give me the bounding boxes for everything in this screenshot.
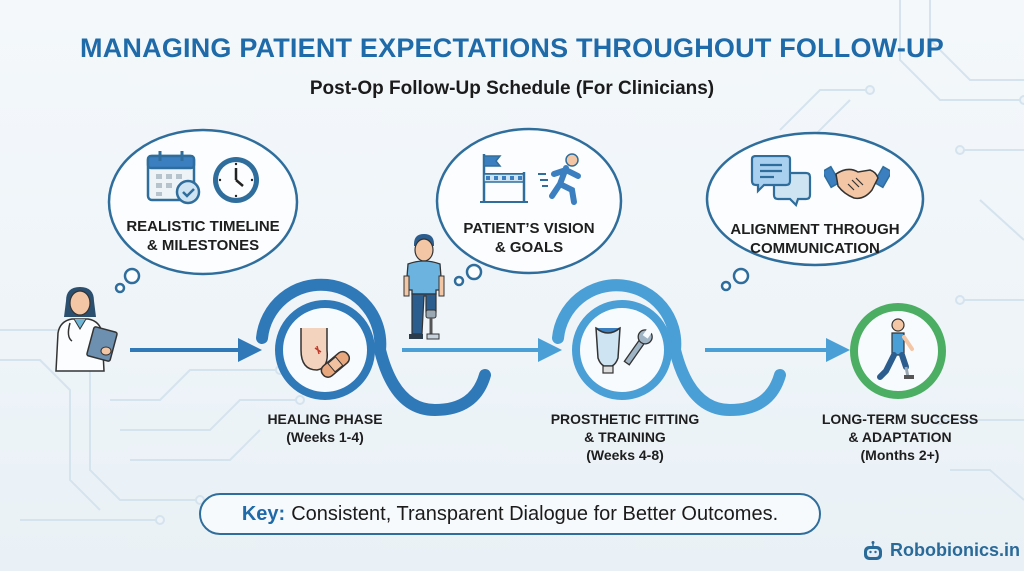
phase-subtitle: & ADAPTATION (848, 429, 952, 445)
bubble-label-line: & MILESTONES (146, 237, 260, 254)
finish-line-flag-icon (478, 152, 532, 209)
clock-icon (210, 154, 262, 211)
clinician-figure (48, 283, 126, 378)
phase-label-healing: HEALING PHASE (Weeks 1-4) (230, 410, 420, 446)
page-subtitle: Post-Op Follow-Up Schedule (For Clinicia… (309, 78, 715, 99)
phase-circle-prosthetic-fitting (572, 300, 672, 400)
bubble-label-line: ALIGNMENT THROUGH (730, 221, 900, 238)
walking-amputee-icon (877, 318, 914, 380)
running-person-icon (538, 152, 592, 211)
bubble-label-line: REALISTIC TIMELINE (126, 218, 280, 235)
phase-label-long-term-success: LONG-TERM SUCCESS & ADAPTATION (Months 2… (800, 410, 1000, 464)
phase-label-prosthetic-fitting: PROSTHETIC FITTING & TRAINING (Weeks 4-8… (525, 410, 725, 464)
key-message-box: Key: Consistent, Transparent Dialogue fo… (199, 493, 821, 535)
bubble-label-vision: PATIENT’S VISION & GOALS (444, 219, 614, 257)
key-label: Key: (241, 502, 286, 525)
calendar-check-icon (144, 148, 204, 211)
bubble-label-alignment: ALIGNMENT THROUGH COMMUNICATION (712, 220, 918, 258)
phase-timeframe: (Weeks 4-8) (586, 447, 664, 463)
bubble-label-line: & GOALS (494, 239, 564, 256)
phase-title: LONG-TERM SUCCESS (821, 411, 979, 427)
phase-circle-long-term-success (850, 303, 946, 399)
bubble-label-line: PATIENT’S VISION (463, 220, 595, 237)
phase-title: HEALING PHASE (267, 411, 383, 427)
bubble-label-timeline: REALISTIC TIMELINE & MILESTONES (113, 217, 293, 255)
patient-figure (400, 234, 448, 349)
bandaged-limb-icon (300, 328, 351, 378)
phase-title: PROSTHETIC FITTING (550, 411, 700, 427)
phase-subtitle: & TRAINING (584, 429, 666, 445)
key-text: Consistent, Transparent Dialogue for Bet… (291, 502, 779, 525)
bubble-label-line: COMMUNICATION (750, 240, 880, 257)
phase-timeframe: (Weeks 1-4) (286, 429, 364, 445)
brand-logo: Robobionics.in (862, 540, 1020, 561)
phase-timeframe: (Months 2+) (860, 447, 940, 463)
brand-name: Robobionics.in (890, 540, 1020, 560)
chat-bubbles-icon (750, 154, 812, 212)
page-title: MANAGING PATIENT EXPECTATIONS THROUGHOUT… (80, 33, 944, 63)
handshake-icon (821, 160, 893, 209)
phase-circle-healing (275, 300, 375, 400)
robot-icon (864, 540, 882, 560)
prosthetic-socket-wrench-icon (595, 326, 653, 374)
